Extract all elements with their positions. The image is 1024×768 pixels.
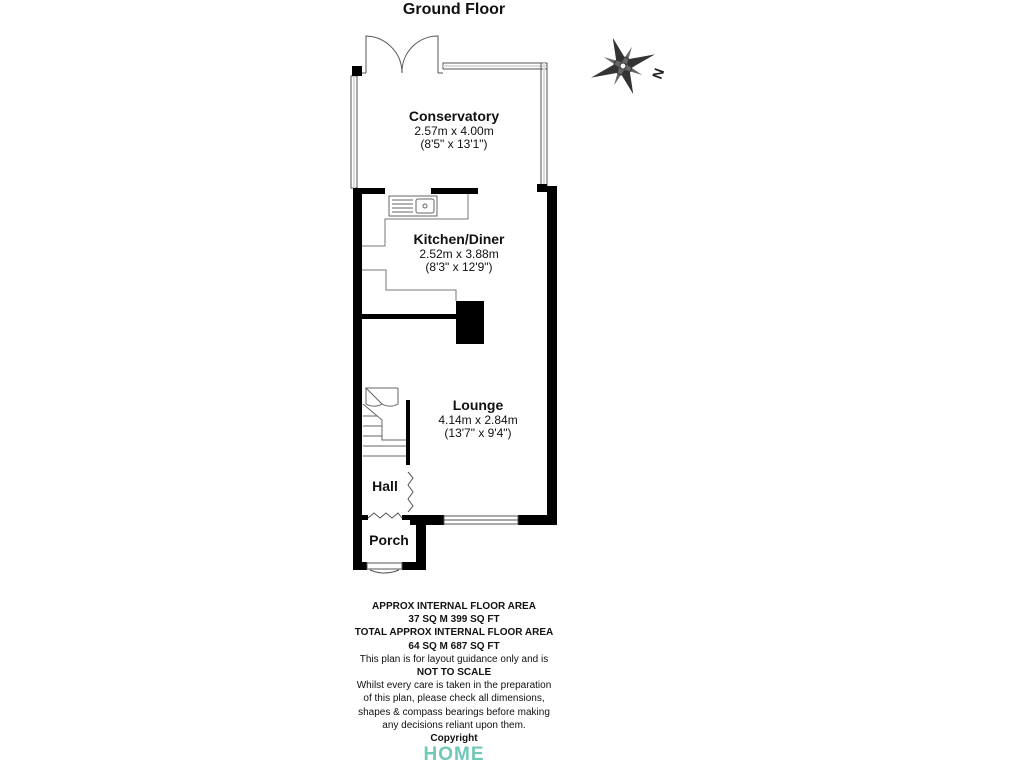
conservatory-post xyxy=(537,184,547,192)
notes-line: any decisions reliant upon them. xyxy=(382,719,526,731)
kitchen-units xyxy=(362,194,469,301)
lounge-door xyxy=(407,471,414,513)
room-name: Conservatory xyxy=(408,108,500,124)
compass-icon xyxy=(591,37,655,95)
compass-north-label: N xyxy=(649,66,667,81)
room-porch: Porch xyxy=(362,532,416,549)
room-kitchen-diner: Kitchen/Diner 2.52m x 3.88m (8'3" x 12'9… xyxy=(394,231,524,275)
room-hall: Hall xyxy=(362,478,408,495)
french-doors xyxy=(365,35,439,74)
conservatory-post xyxy=(352,66,362,76)
notes-line: This plan is for layout guidance only an… xyxy=(359,653,549,665)
notes-line: APPROX INTERNAL FLOOR AREA xyxy=(372,601,536,612)
room-size-imperial: (13'7" x 9'4") xyxy=(444,426,512,441)
notes-line: NOT TO SCALE xyxy=(416,667,492,679)
notes-line: Whilst every care is taken in the prepar… xyxy=(356,680,552,692)
room-name: Kitchen/Diner xyxy=(413,231,505,247)
floor-area-notes: APPROX INTERNAL FLOOR AREA 37 SQ M 399 S… xyxy=(340,600,568,745)
room-name: Lounge xyxy=(452,397,504,413)
floor-title: Ground Floor xyxy=(402,1,506,18)
room-size-metric: 2.52m x 3.88m xyxy=(419,246,499,261)
room-size-metric: 4.14m x 2.84m xyxy=(438,412,518,427)
sink-icon xyxy=(388,195,438,217)
notes-line: Copyright xyxy=(430,733,478,745)
notes-line: of this plan, please check all dimension… xyxy=(363,693,545,705)
room-conservatory: Conservatory 2.57m x 4.00m (8'5" x 13'1"… xyxy=(390,108,518,152)
room-size-imperial: (8'5" x 13'1") xyxy=(420,137,488,152)
lounge-window xyxy=(443,515,519,525)
staircase xyxy=(362,386,406,457)
notes-line: TOTAL APPROX INTERNAL FLOOR AREA xyxy=(354,627,554,639)
exterior-walls xyxy=(353,186,557,570)
home-logo: HOME xyxy=(423,744,485,765)
room-size-imperial: (8'3" x 12'9") xyxy=(425,260,493,275)
room-name: Hall xyxy=(372,478,398,494)
notes-line: shapes & compass bearings before making xyxy=(358,706,550,718)
hall-door xyxy=(367,512,403,519)
room-lounge: Lounge 4.14m x 2.84m (13'7" x 9'4") xyxy=(414,397,542,441)
porch-door xyxy=(366,562,403,574)
notes-line: 37 SQ M 399 SQ FT xyxy=(408,614,500,626)
notes-line: 64 SQ M 687 SQ FT xyxy=(408,640,500,652)
room-size-metric: 2.57m x 4.00m xyxy=(414,123,494,138)
room-name: Porch xyxy=(369,532,409,548)
